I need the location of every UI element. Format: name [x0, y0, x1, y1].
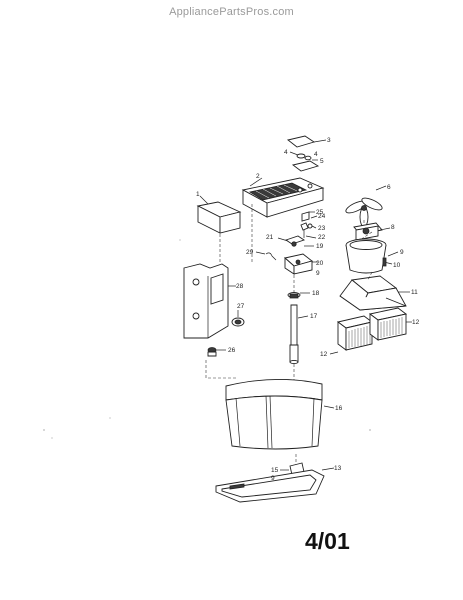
callout-4b: 4 [314, 151, 318, 158]
part-29-hook [255, 251, 277, 261]
part-27-cap [231, 310, 245, 327]
assembly-guide-lines [205, 204, 373, 466]
part-12-filter-pads [329, 307, 412, 355]
scan-specks [43, 239, 371, 439]
callout-8: 8 [391, 224, 395, 231]
part-2-top-cover [241, 177, 325, 218]
callout-4: 4 [284, 149, 288, 156]
part-4-5-fasteners [289, 151, 320, 172]
date-code: 4/01 [305, 528, 350, 554]
callout-23: 23 [318, 225, 326, 232]
callout-12-left: 12 [320, 351, 328, 358]
callout-6: 6 [387, 184, 391, 191]
callout-18: 18 [312, 290, 320, 297]
callout-5: 5 [320, 158, 324, 165]
callout-10: 10 [393, 262, 401, 269]
callout-21: 21 [266, 234, 274, 241]
callout-22: 22 [318, 234, 326, 241]
part-22-25-components [300, 211, 318, 239]
callout-9-right: 9 [400, 249, 404, 256]
callout-1: 1 [196, 191, 200, 198]
callout-2: 2 [256, 173, 260, 180]
callout-26: 26 [228, 347, 236, 354]
part-13-tray [215, 467, 335, 503]
part-11-funnel [339, 275, 410, 311]
callout-17: 17 [310, 313, 318, 320]
callout-3: 3 [327, 137, 331, 144]
part-8-motor [353, 222, 391, 241]
part-3-cap [286, 135, 327, 148]
callout-27: 27 [237, 303, 245, 310]
part-10-housing [345, 238, 393, 274]
part-19-20-21-assembly [277, 235, 318, 275]
callout-9-bottom: 9 [271, 475, 275, 482]
callout-labels: 3 4 4 5 2 6 1 25 24 23 8 22 21 19 9 29 2… [196, 137, 420, 482]
callout-12-right: 12 [412, 319, 420, 326]
part-28-water-tank [183, 263, 236, 339]
callout-28: 28 [236, 283, 244, 290]
part-9-screw-right [382, 251, 399, 267]
part-6-fan [345, 185, 387, 232]
callout-25: 25 [316, 209, 324, 216]
callout-29: 29 [246, 249, 254, 256]
callout-13: 13 [334, 465, 342, 472]
callout-9-mid: 9 [316, 270, 320, 277]
callout-24: 24 [318, 213, 326, 220]
callout-19: 19 [316, 243, 324, 250]
part-26-valve [207, 347, 226, 357]
callout-11: 11 [411, 289, 418, 296]
part-1-block [196, 195, 242, 234]
callout-15: 15 [271, 467, 279, 474]
callout-20: 20 [316, 260, 324, 267]
watermark: AppliancePartsPros.com [169, 6, 294, 18]
part-16-base [225, 379, 335, 450]
callout-16: 16 [335, 405, 343, 412]
part-17-18-shaft [287, 270, 310, 380]
